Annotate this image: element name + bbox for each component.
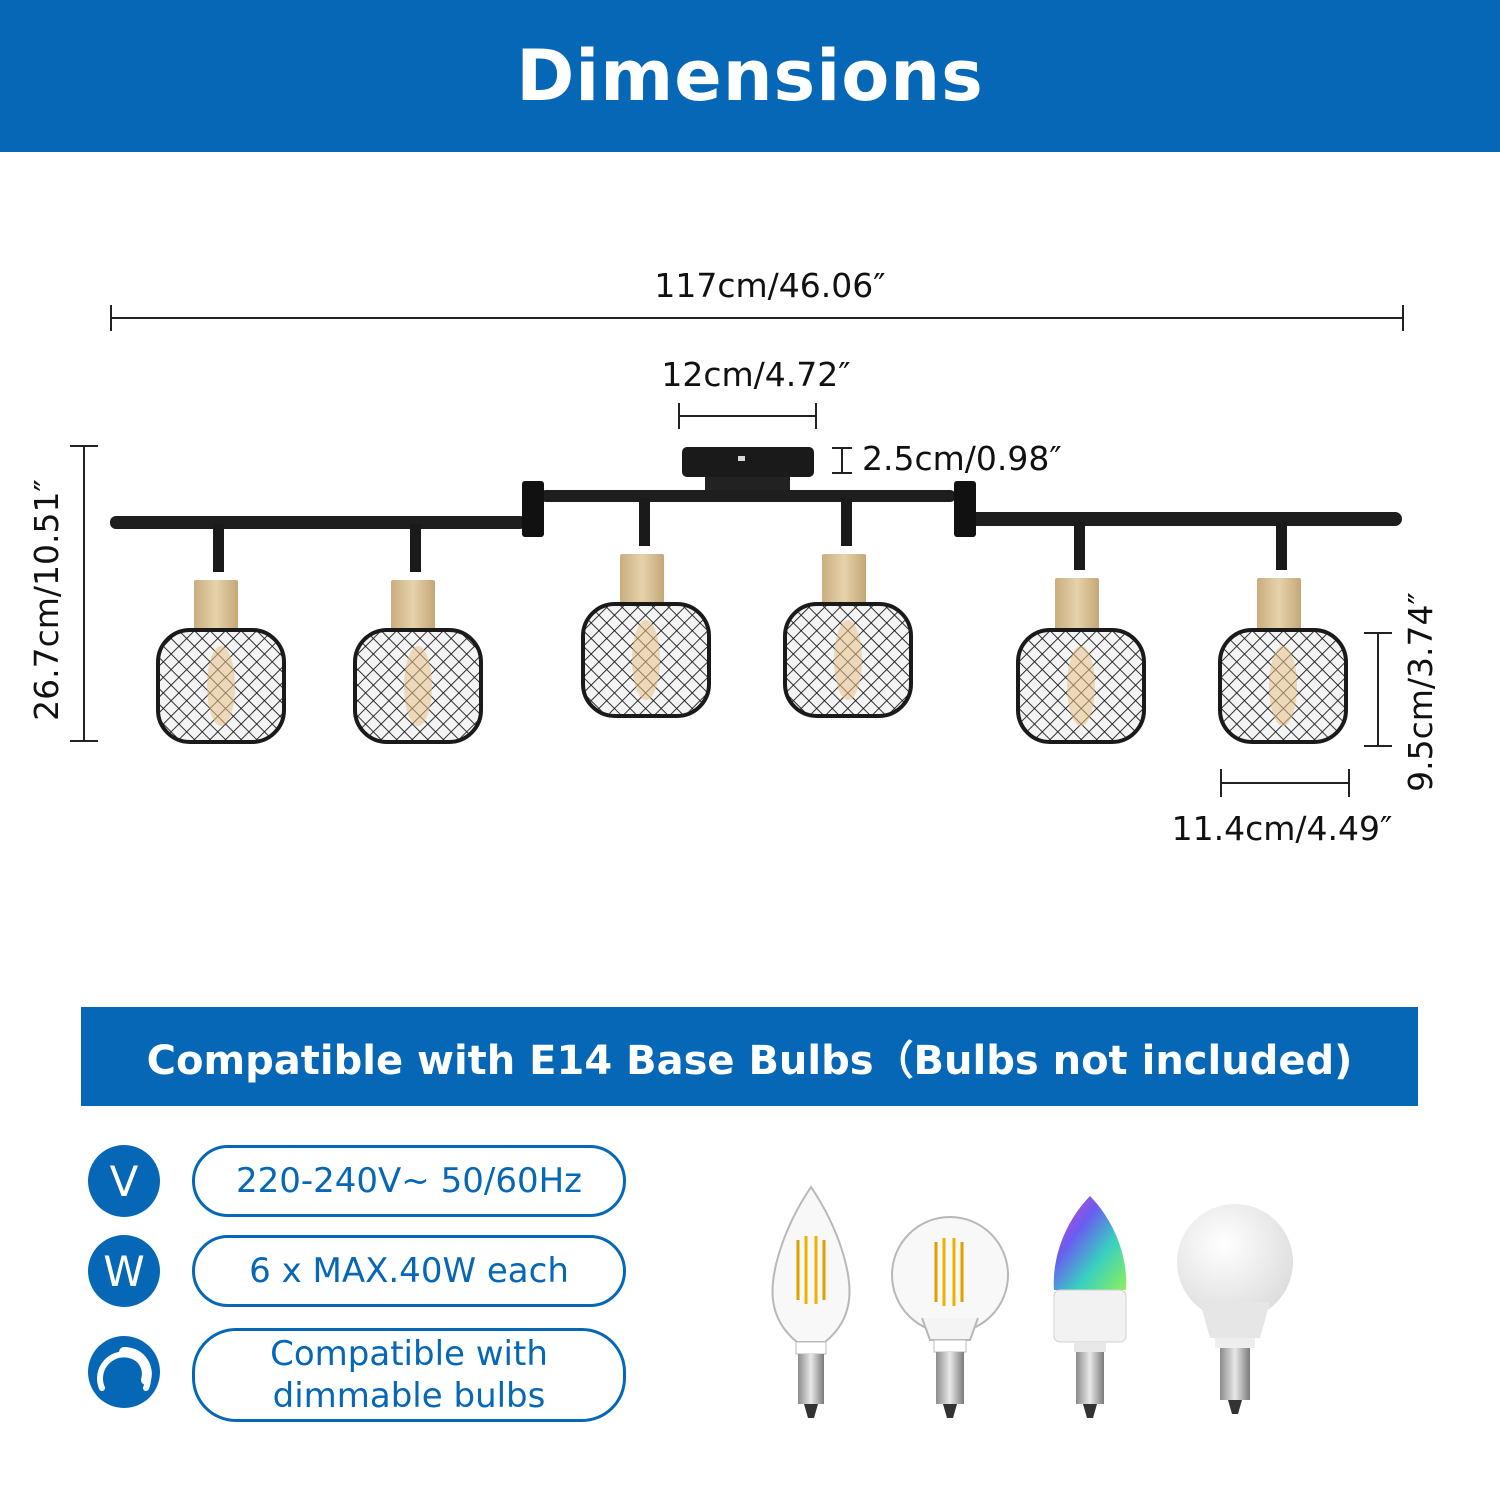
spotlight-3 bbox=[581, 498, 711, 718]
spotlight-1 bbox=[156, 524, 286, 744]
spotlight-2 bbox=[353, 524, 483, 744]
total-height-dimension: 26.7cm/10.51″ bbox=[27, 445, 98, 742]
candle-filament-bulb-icon bbox=[771, 1185, 851, 1418]
compatibility-title: Compatible with E14 Base Bulbs（Bulbs not… bbox=[146, 1037, 1353, 1084]
globe-filament-bulb-icon bbox=[891, 1216, 1009, 1418]
frosted-globe-bulb-icon bbox=[1177, 1204, 1293, 1414]
track-bars bbox=[110, 481, 1402, 537]
ceiling-canopy bbox=[682, 447, 814, 494]
spotlight-5 bbox=[1016, 522, 1146, 744]
dimension-diagram: 117cm/46.06″ 12cm/4.72″ 2.5cm/0.98″ 26.7… bbox=[27, 266, 1440, 848]
wattage-icon: W bbox=[88, 1235, 160, 1307]
canopy-width-label: 12cm/4.72″ bbox=[661, 355, 850, 394]
canopy-height-label: 2.5cm/0.98″ bbox=[862, 439, 1062, 478]
rgb-smart-bulb-icon bbox=[1053, 1196, 1127, 1418]
spotlight-4 bbox=[783, 498, 913, 718]
shade-height-label: 9.5cm/3.74″ bbox=[1401, 592, 1440, 792]
dimmer-icon bbox=[88, 1336, 160, 1408]
shade-height-dimension: 9.5cm/3.74″ bbox=[1364, 592, 1440, 792]
canopy-height-dimension: 2.5cm/0.98″ bbox=[832, 439, 1062, 478]
voltage-value: 220-240V~ 50/60Hz bbox=[192, 1145, 626, 1217]
shade-width-label: 11.4cm/4.49″ bbox=[1172, 809, 1393, 848]
spotlight-6 bbox=[1218, 522, 1348, 744]
bulb-examples bbox=[771, 1185, 1293, 1418]
compatibility-banner: Compatible with E14 Base Bulbs（Bulbs not… bbox=[81, 1007, 1418, 1106]
canopy-width-dimension: 12cm/4.72″ bbox=[661, 355, 851, 429]
total-length-label: 117cm/46.06″ bbox=[654, 266, 885, 305]
voltage-icon: V bbox=[88, 1145, 160, 1217]
page-title: Dimensions bbox=[516, 35, 984, 117]
wattage-value: 6 x MAX.40W each bbox=[192, 1235, 626, 1307]
shade-width-dimension: 11.4cm/4.49″ bbox=[1172, 769, 1393, 848]
total-length-dimension: 117cm/46.06″ bbox=[110, 266, 1404, 331]
total-height-label: 26.7cm/10.51″ bbox=[27, 479, 66, 721]
dimensions-banner: Dimensions bbox=[0, 0, 1500, 152]
dimmable-value: Compatible with dimmable bulbs bbox=[192, 1328, 626, 1422]
